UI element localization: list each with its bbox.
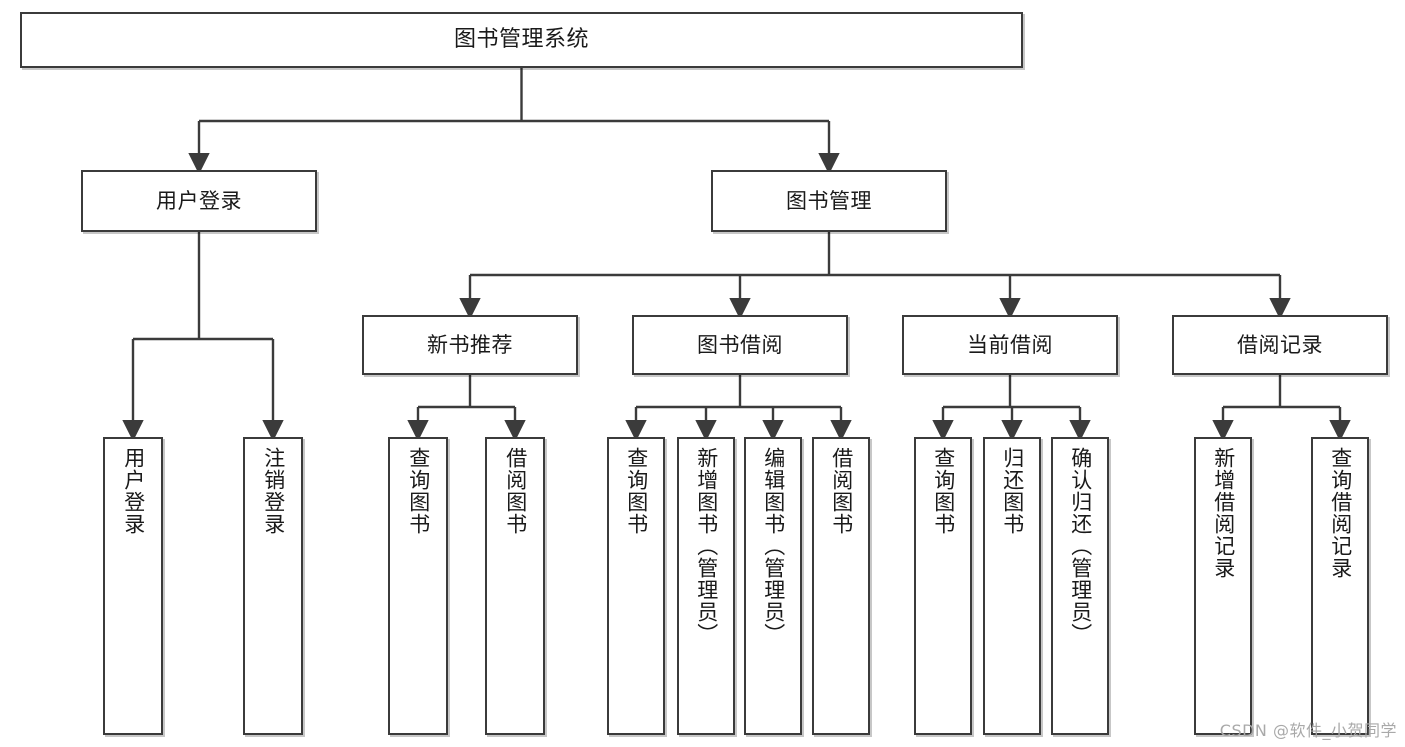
node-label: 新书推荐 [427,332,513,357]
node-login[interactable]: 用户登录 [81,170,317,232]
node-label: 新增图书（管理员） [694,447,719,645]
edge-group [122,68,1351,442]
node-leaf-cur-1[interactable]: 查询图书 [914,437,972,735]
node-label: 当前借阅 [967,332,1053,357]
node-leaf-login-1[interactable]: 用户登录 [103,437,163,735]
node-newbook[interactable]: 新书推荐 [362,315,578,375]
node-leaf-new-2[interactable]: 借阅图书 [485,437,545,735]
node-label: 查询图书 [624,447,649,535]
node-leaf-borrow-3[interactable]: 编辑图书（管理员） [744,437,802,735]
node-leaf-rec-2[interactable]: 查询借阅记录 [1311,437,1369,735]
node-label: 查询图书 [406,447,431,535]
node-leaf-borrow-4[interactable]: 借阅图书 [812,437,870,735]
node-leaf-cur-3[interactable]: 确认归还（管理员） [1051,437,1109,735]
node-root[interactable]: 图书管理系统 [20,12,1023,68]
node-label: 注销登录 [261,447,286,535]
node-current[interactable]: 当前借阅 [902,315,1118,375]
node-borrow[interactable]: 图书借阅 [632,315,848,375]
node-bookmgmt[interactable]: 图书管理 [711,170,947,232]
node-records[interactable]: 借阅记录 [1172,315,1388,375]
node-label: 借阅记录 [1237,332,1323,357]
node-label: 用户登录 [156,188,242,213]
node-leaf-borrow-2[interactable]: 新增图书（管理员） [677,437,735,735]
node-leaf-login-2[interactable]: 注销登录 [243,437,303,735]
node-label: 用户登录 [121,447,146,535]
node-label: 新增借阅记录 [1211,447,1236,579]
node-label: 图书管理 [786,188,872,213]
node-label: 借阅图书 [829,447,854,535]
node-label: 确认归还（管理员） [1068,447,1093,645]
node-leaf-cur-2[interactable]: 归还图书 [983,437,1041,735]
node-label: 归还图书 [1000,447,1025,535]
node-label: 查询图书 [931,447,956,535]
node-label: 查询借阅记录 [1328,447,1353,579]
node-leaf-rec-1[interactable]: 新增借阅记录 [1194,437,1252,735]
node-label: 借阅图书 [503,447,528,535]
node-leaf-new-1[interactable]: 查询图书 [388,437,448,735]
node-label: 图书管理系统 [453,27,589,53]
node-label: 图书借阅 [697,332,783,357]
node-label: 编辑图书（管理员） [761,447,786,645]
node-leaf-borrow-1[interactable]: 查询图书 [607,437,665,735]
